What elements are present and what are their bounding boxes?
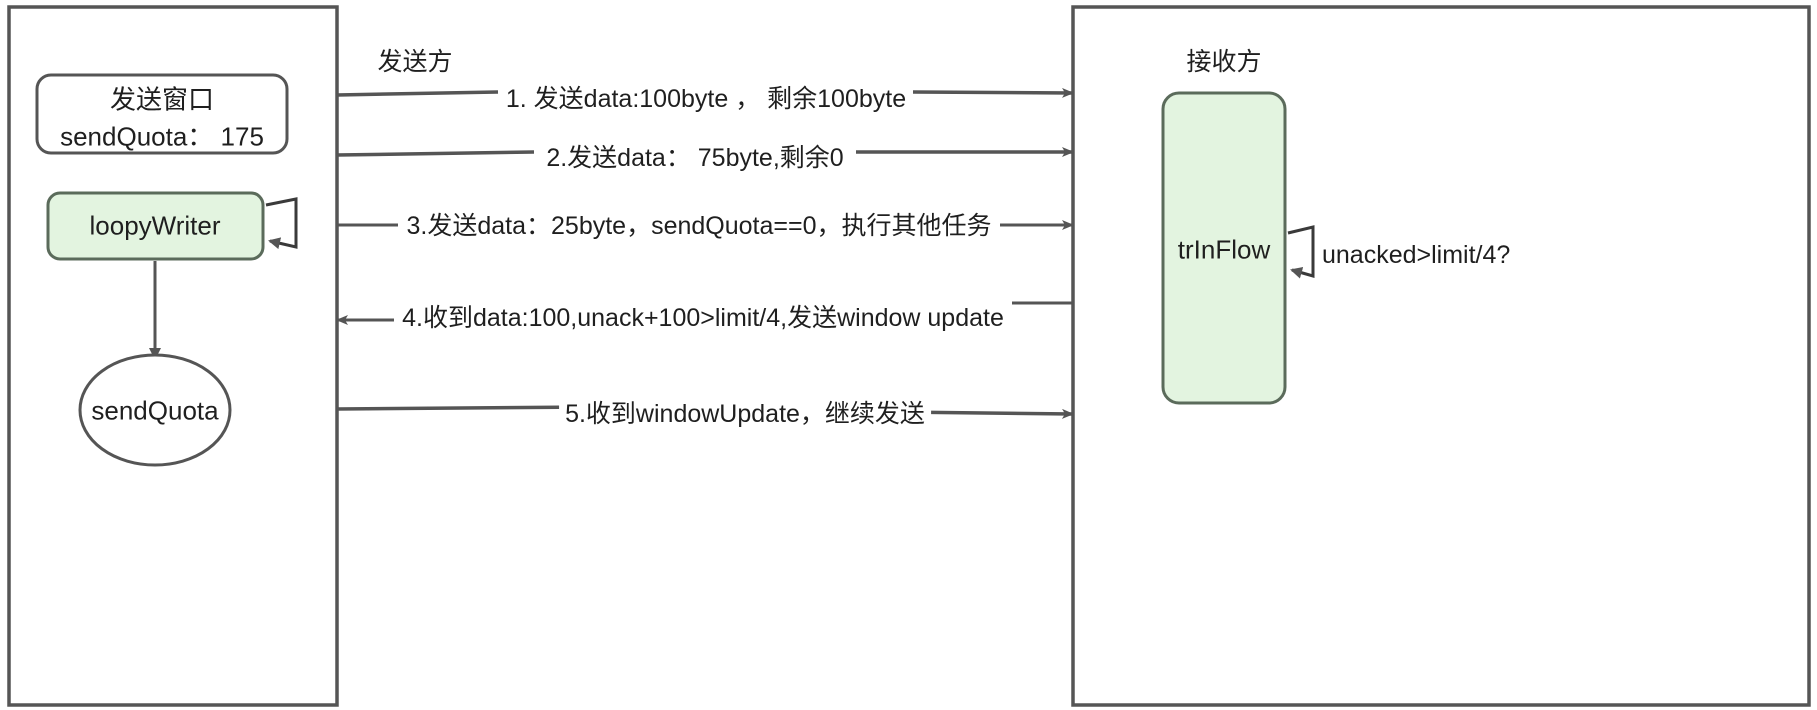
sendquota-label: sendQuota (91, 395, 219, 426)
message-line-2 (336, 150, 535, 157)
receiver-container (1071, 5, 1811, 707)
send-window-quota-value: sendQuota： 175 (60, 121, 264, 152)
message-label-4: 4.收到data:100,unack+100>limit/4,发送window … (396, 303, 1010, 333)
message-label-1: 1. 发送data:100byte ， 剩余100byte (499, 84, 913, 114)
sender-title: 发送方 (377, 48, 453, 76)
send-window-title: 发送窗口 (109, 84, 215, 115)
trinflow-condition-label: unacked>limit/4? (1322, 241, 1511, 269)
message-label-3: 3.发送data：25byte，sendQuota==0，执行其他任务 (400, 211, 998, 241)
trinflow-label: trInFlow (1177, 234, 1271, 265)
receiver-title: 接收方 (1186, 48, 1262, 76)
message-line-5 (336, 405, 594, 411)
sender-container (7, 5, 339, 707)
send-window-box (35, 73, 289, 155)
message-label-5: 5.收到windowUpdate，继续发送 (559, 399, 931, 429)
loopywriter-label: loopyWriter (89, 210, 221, 241)
loopywriter-box (46, 191, 265, 261)
message-label-2: 2.发送data： 75byte,剩余0 (540, 143, 850, 173)
message-line-1 (336, 90, 499, 97)
trinflow-self-loop (1287, 225, 1315, 279)
sendquota-ellipse (78, 353, 232, 467)
loopywriter-self-loop (265, 197, 298, 250)
message-arrow-1 (912, 87, 1074, 98)
trinflow-box (1161, 91, 1287, 405)
